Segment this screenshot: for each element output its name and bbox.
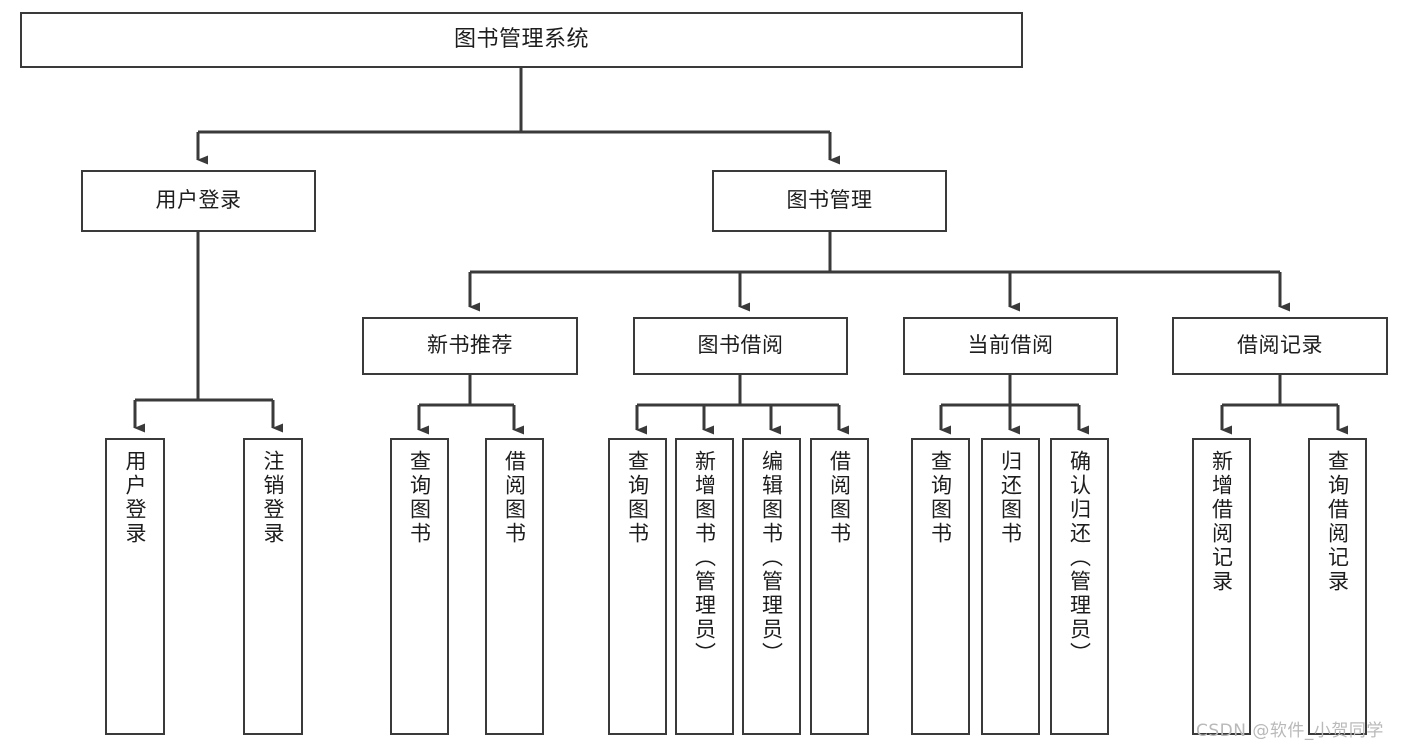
node-root-book-management-system[interactable]: 图书管理系统	[20, 12, 1023, 68]
node-book-borrow-label: 图书借阅	[697, 333, 784, 358]
node-leaf-edit-book-admin[interactable]: 编辑图书（管理员）	[742, 438, 801, 735]
node-leaf-return-book-label: 归还图书	[998, 450, 1023, 546]
node-leaf-add-book-admin[interactable]: 新增图书（管理员）	[675, 438, 734, 735]
node-user-login-label: 用户登录	[155, 188, 242, 213]
node-leaf-query-book-newbook[interactable]: 查询图书	[390, 438, 449, 735]
node-leaf-user-login[interactable]: 用户登录	[105, 438, 165, 735]
node-leaf-logout[interactable]: 注销登录	[243, 438, 303, 735]
node-leaf-borrow-book-newbook-label: 借阅图书	[502, 450, 527, 546]
node-leaf-confirm-return-admin-label: 确认归还（管理员）	[1067, 450, 1092, 666]
node-leaf-add-borrow-record-label: 新增借阅记录	[1209, 450, 1234, 594]
node-leaf-query-borrow-record[interactable]: 查询借阅记录	[1308, 438, 1367, 735]
node-leaf-logout-label: 注销登录	[261, 450, 286, 546]
node-leaf-borrow-book-label: 借阅图书	[827, 450, 852, 546]
node-borrow-record-label: 借阅记录	[1237, 333, 1323, 358]
node-leaf-edit-book-admin-label: 编辑图书（管理员）	[759, 450, 784, 666]
node-book-management[interactable]: 图书管理	[712, 170, 947, 232]
node-book-management-label: 图书管理	[786, 188, 873, 213]
node-leaf-return-book[interactable]: 归还图书	[981, 438, 1040, 735]
node-user-login[interactable]: 用户登录	[81, 170, 316, 232]
csdn-watermark: CSDN @软件_小贺同学	[1196, 721, 1384, 741]
node-leaf-query-book-borrow-label: 查询图书	[625, 450, 650, 546]
node-root-label: 图书管理系统	[453, 26, 589, 52]
node-book-borrow[interactable]: 图书借阅	[633, 317, 848, 375]
node-leaf-query-book-newbook-label: 查询图书	[407, 450, 432, 546]
node-leaf-borrow-book-newbook[interactable]: 借阅图书	[485, 438, 544, 735]
node-current-borrow[interactable]: 当前借阅	[903, 317, 1118, 375]
node-leaf-add-book-admin-label: 新增图书（管理员）	[692, 450, 717, 666]
node-leaf-add-borrow-record[interactable]: 新增借阅记录	[1192, 438, 1251, 735]
node-leaf-user-login-label: 用户登录	[123, 450, 148, 546]
node-current-borrow-label: 当前借阅	[967, 333, 1054, 358]
node-leaf-borrow-book[interactable]: 借阅图书	[810, 438, 869, 735]
node-leaf-confirm-return-admin[interactable]: 确认归还（管理员）	[1050, 438, 1109, 735]
node-leaf-query-book-current-label: 查询图书	[928, 450, 953, 546]
node-new-book-recommend-label: 新书推荐	[427, 333, 513, 358]
node-borrow-record[interactable]: 借阅记录	[1172, 317, 1388, 375]
node-new-book-recommend[interactable]: 新书推荐	[362, 317, 578, 375]
node-leaf-query-borrow-record-label: 查询借阅记录	[1325, 450, 1350, 594]
node-leaf-query-book-borrow[interactable]: 查询图书	[608, 438, 667, 735]
node-leaf-query-book-current[interactable]: 查询图书	[911, 438, 970, 735]
